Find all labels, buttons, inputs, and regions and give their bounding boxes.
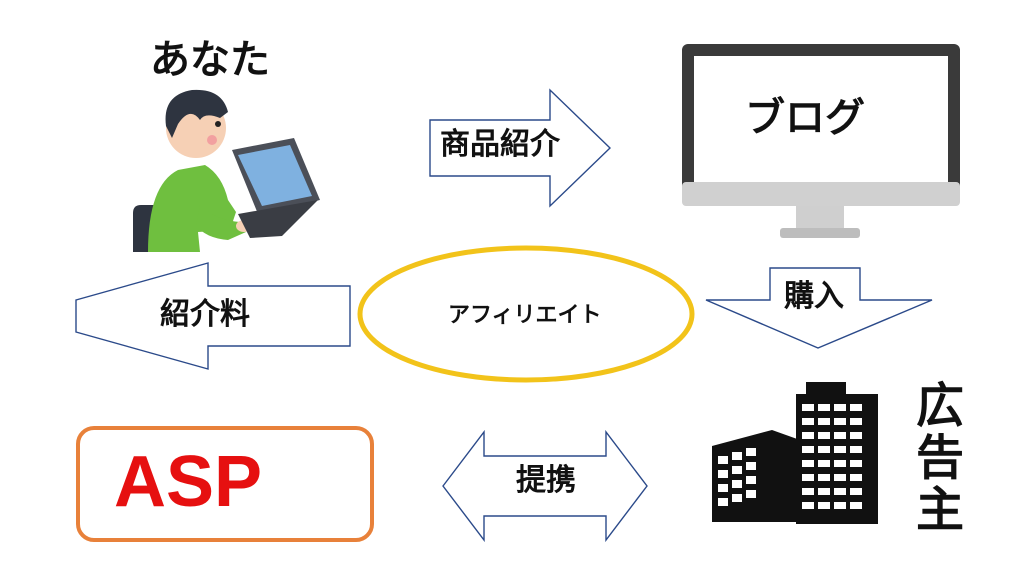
monitor-icon bbox=[682, 44, 960, 238]
partnership-label: 提携 bbox=[516, 463, 576, 498]
arrow-product-intro bbox=[429, 88, 612, 208]
purchase-label: 購入 bbox=[784, 279, 844, 314]
arrow-partnership bbox=[442, 429, 648, 543]
advertiser-label: 広告主 bbox=[915, 378, 964, 538]
product-intro-label: 商品紹介 bbox=[440, 127, 560, 162]
referral-fee-label: 紹介料 bbox=[160, 297, 250, 332]
affiliate-label: アフィリエイト bbox=[448, 303, 602, 328]
you-label: あなた bbox=[150, 37, 270, 83]
center-ellipse bbox=[357, 245, 695, 383]
blog-label: ブログ bbox=[745, 95, 865, 141]
arrow-purchase bbox=[705, 267, 933, 349]
arrow-referral-fee bbox=[75, 262, 351, 370]
asp-box bbox=[76, 426, 374, 542]
asp-label: ASP bbox=[114, 442, 263, 522]
office-buildings-icon bbox=[712, 382, 878, 524]
person-at-laptop-illustration bbox=[133, 89, 320, 252]
